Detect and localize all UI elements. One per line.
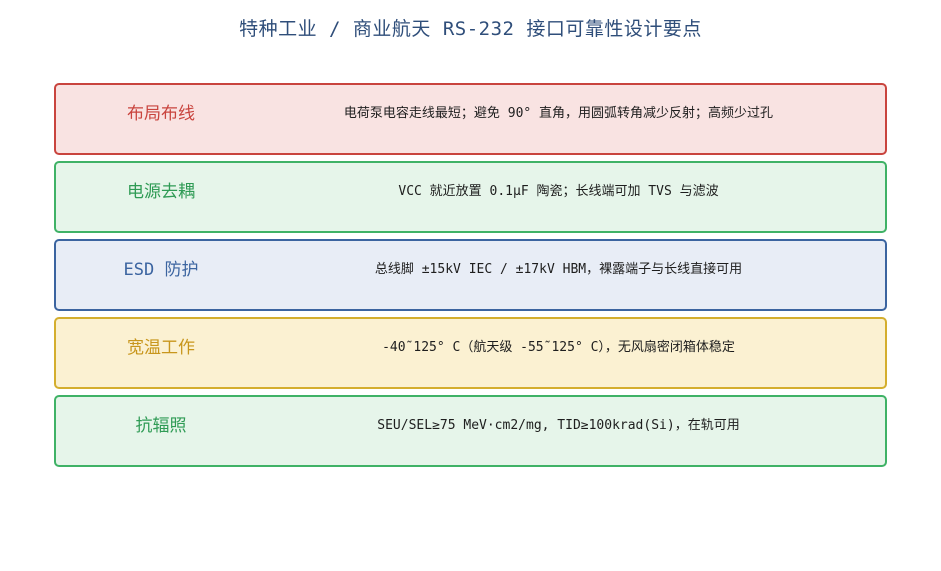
row-label: 抗辐照 [135,416,187,436]
row-radiation-hardening: 抗辐照 SEU/SEL≥75 MeV·cm2/mg, TID≥100krad(S… [54,395,887,467]
row-description: 总线脚 ±15kV IEC / ±17kV HBM，裸露端子与长线直接可用 [374,262,743,277]
row-esd-protection: ESD 防护 总线脚 ±15kV IEC / ±17kV HBM，裸露端子与长线… [54,239,887,311]
row-layout-routing: 布局布线 电荷泵电容走线最短；避免 90° 直角，用圆弧转角减少反射；高频少过孔 [54,83,887,155]
row-label: ESD 防护 [123,260,199,280]
row-wide-temperature: 宽温工作 -40˜125° C（航天级 -55˜125° C），无风扇密闭箱体稳… [54,317,887,389]
row-description: -40˜125° C（航天级 -55˜125° C），无风扇密闭箱体稳定 [382,340,735,355]
row-description: SEU/SEL≥75 MeV·cm2/mg, TID≥100krad(Si)，在… [377,418,740,433]
requirements-list: 布局布线 电荷泵电容走线最短；避免 90° 直角，用圆弧转角减少反射；高频少过孔… [54,83,887,473]
row-label: 布局布线 [127,104,195,124]
row-label: 电源去耦 [127,182,195,202]
row-description: 电荷泵电容走线最短；避免 90° 直角，用圆弧转角减少反射；高频少过孔 [343,106,774,121]
row-power-decoupling: 电源去耦 VCC 就近放置 0.1μF 陶瓷；长线端可加 TVS 与滤波 [54,161,887,233]
page-title: 特种工业 / 商业航天 RS-232 接口可靠性设计要点 [239,18,702,40]
row-description: VCC 就近放置 0.1μF 陶瓷；长线端可加 TVS 与滤波 [398,184,719,199]
row-label: 宽温工作 [127,338,195,358]
